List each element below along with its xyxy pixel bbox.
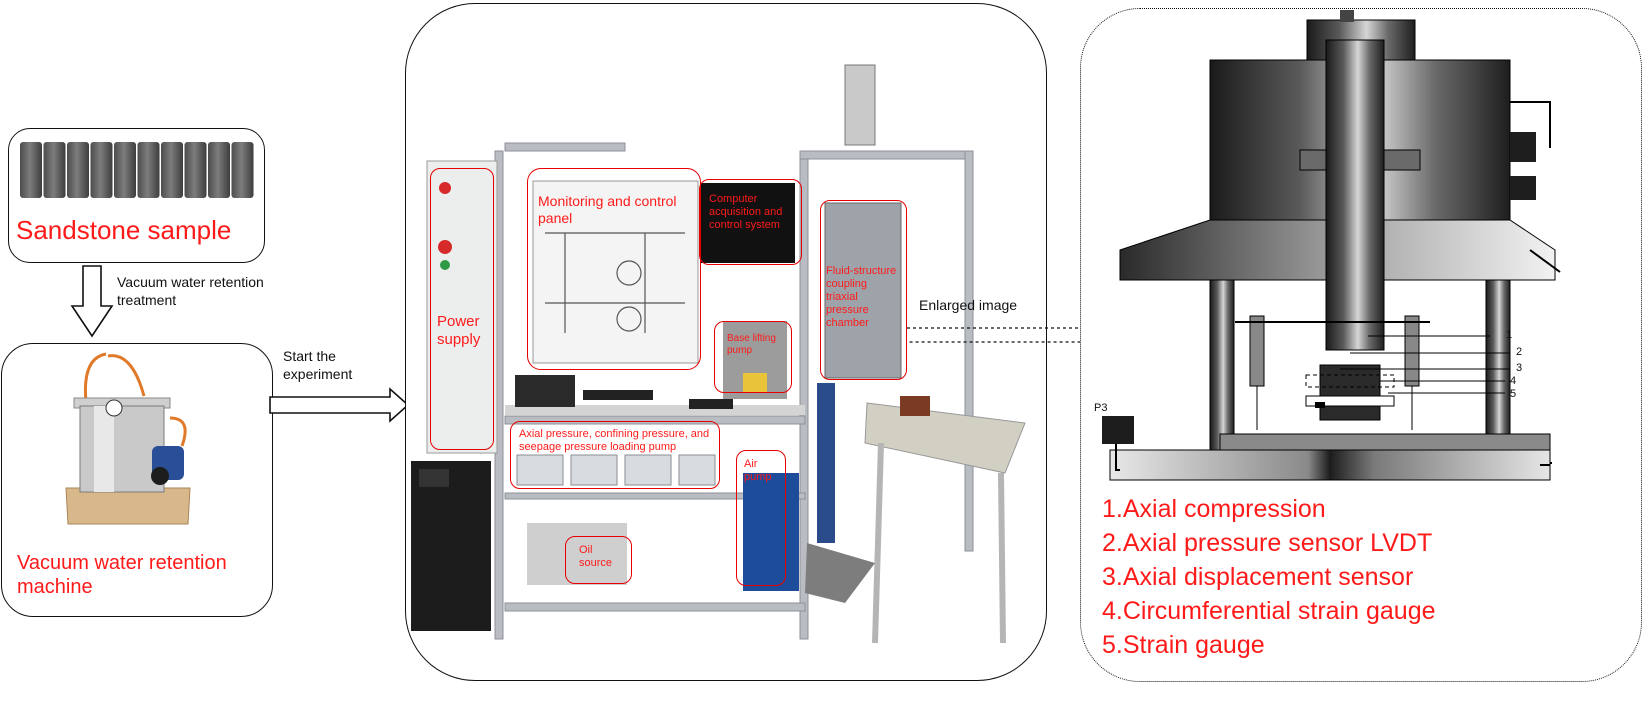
computer-system-label: Computer acquisition and control system: [709, 193, 783, 231]
fluid-chamber-label: Fluid-structure coupling triaxial pressu…: [826, 265, 897, 329]
vacuum-machine-label: Vacuum water retention machine: [17, 552, 227, 598]
part-number-2: 2: [1516, 346, 1523, 358]
triaxial-chamber-diagram: [1102, 10, 1561, 481]
computer-system-box: [699, 179, 802, 265]
legend-item-displacement-sensor: 3.Axial displacement sensor: [1102, 563, 1414, 591]
legend-item-axial-compression: 1.Axial compression: [1102, 495, 1326, 523]
sandstone-cores-image: [20, 142, 254, 198]
chamber-parts-legend: 1.Axial compression 2.Axial pressure sen…: [1102, 492, 1562, 662]
sandstone-core: [231, 142, 254, 198]
sandstone-core: [208, 142, 230, 198]
sandstone-core: [137, 142, 160, 198]
sandstone-core: [67, 142, 89, 198]
sandstone-core: [114, 142, 136, 198]
sandstone-core: [20, 142, 42, 198]
loading-pump-box: [510, 421, 720, 489]
air-pump-box: [736, 450, 786, 586]
sandstone-core: [184, 142, 207, 198]
oil-source-box: [565, 536, 632, 584]
power-supply-label: Power supply: [437, 313, 481, 348]
vacuum-machine-image: [65, 352, 191, 525]
part-number-5: 5: [1510, 388, 1517, 400]
monitoring-panel-label: Monitoring and control panel: [538, 193, 677, 226]
fluid-chamber-box: [820, 200, 907, 380]
power-supply-box: [430, 168, 494, 450]
base-lifting-pump-label: Base lifting pump: [727, 333, 776, 356]
down-arrow-icon: [70, 265, 114, 338]
part-number-4: 4: [1510, 375, 1517, 387]
loading-pump-label: Axial pressure, confining pressure, and …: [519, 428, 710, 453]
vacuum-treatment-label: Vacuum water retention treatment: [117, 274, 264, 308]
monitoring-panel-box: [527, 168, 701, 370]
legend-item-circumferential-gauge: 4.Circumferential strain gauge: [1102, 597, 1436, 625]
legend-item-lvdt: 2.Axial pressure sensor LVDT: [1102, 529, 1433, 557]
base-lifting-pump-box: [714, 321, 792, 393]
sandstone-core: [43, 142, 66, 198]
start-experiment-label: Start the experiment: [283, 348, 353, 382]
p3-label: P3: [1094, 402, 1108, 414]
part-number-3: 3: [1516, 362, 1523, 374]
legend-item-strain-gauge: 5.Strain gauge: [1102, 631, 1265, 659]
part-number-1: 1: [1506, 329, 1513, 341]
air-pump-label: Air pump: [744, 458, 772, 483]
sandstone-sample-label: Sandstone sample: [16, 215, 232, 245]
test-apparatus-image: [411, 64, 1026, 644]
right-arrow-icon: [269, 387, 410, 423]
oil-source-label: Oil source: [579, 544, 613, 569]
sandstone-core: [161, 142, 183, 198]
enlarged-image-label: Enlarged image: [919, 297, 1018, 313]
sandstone-core: [90, 142, 113, 198]
